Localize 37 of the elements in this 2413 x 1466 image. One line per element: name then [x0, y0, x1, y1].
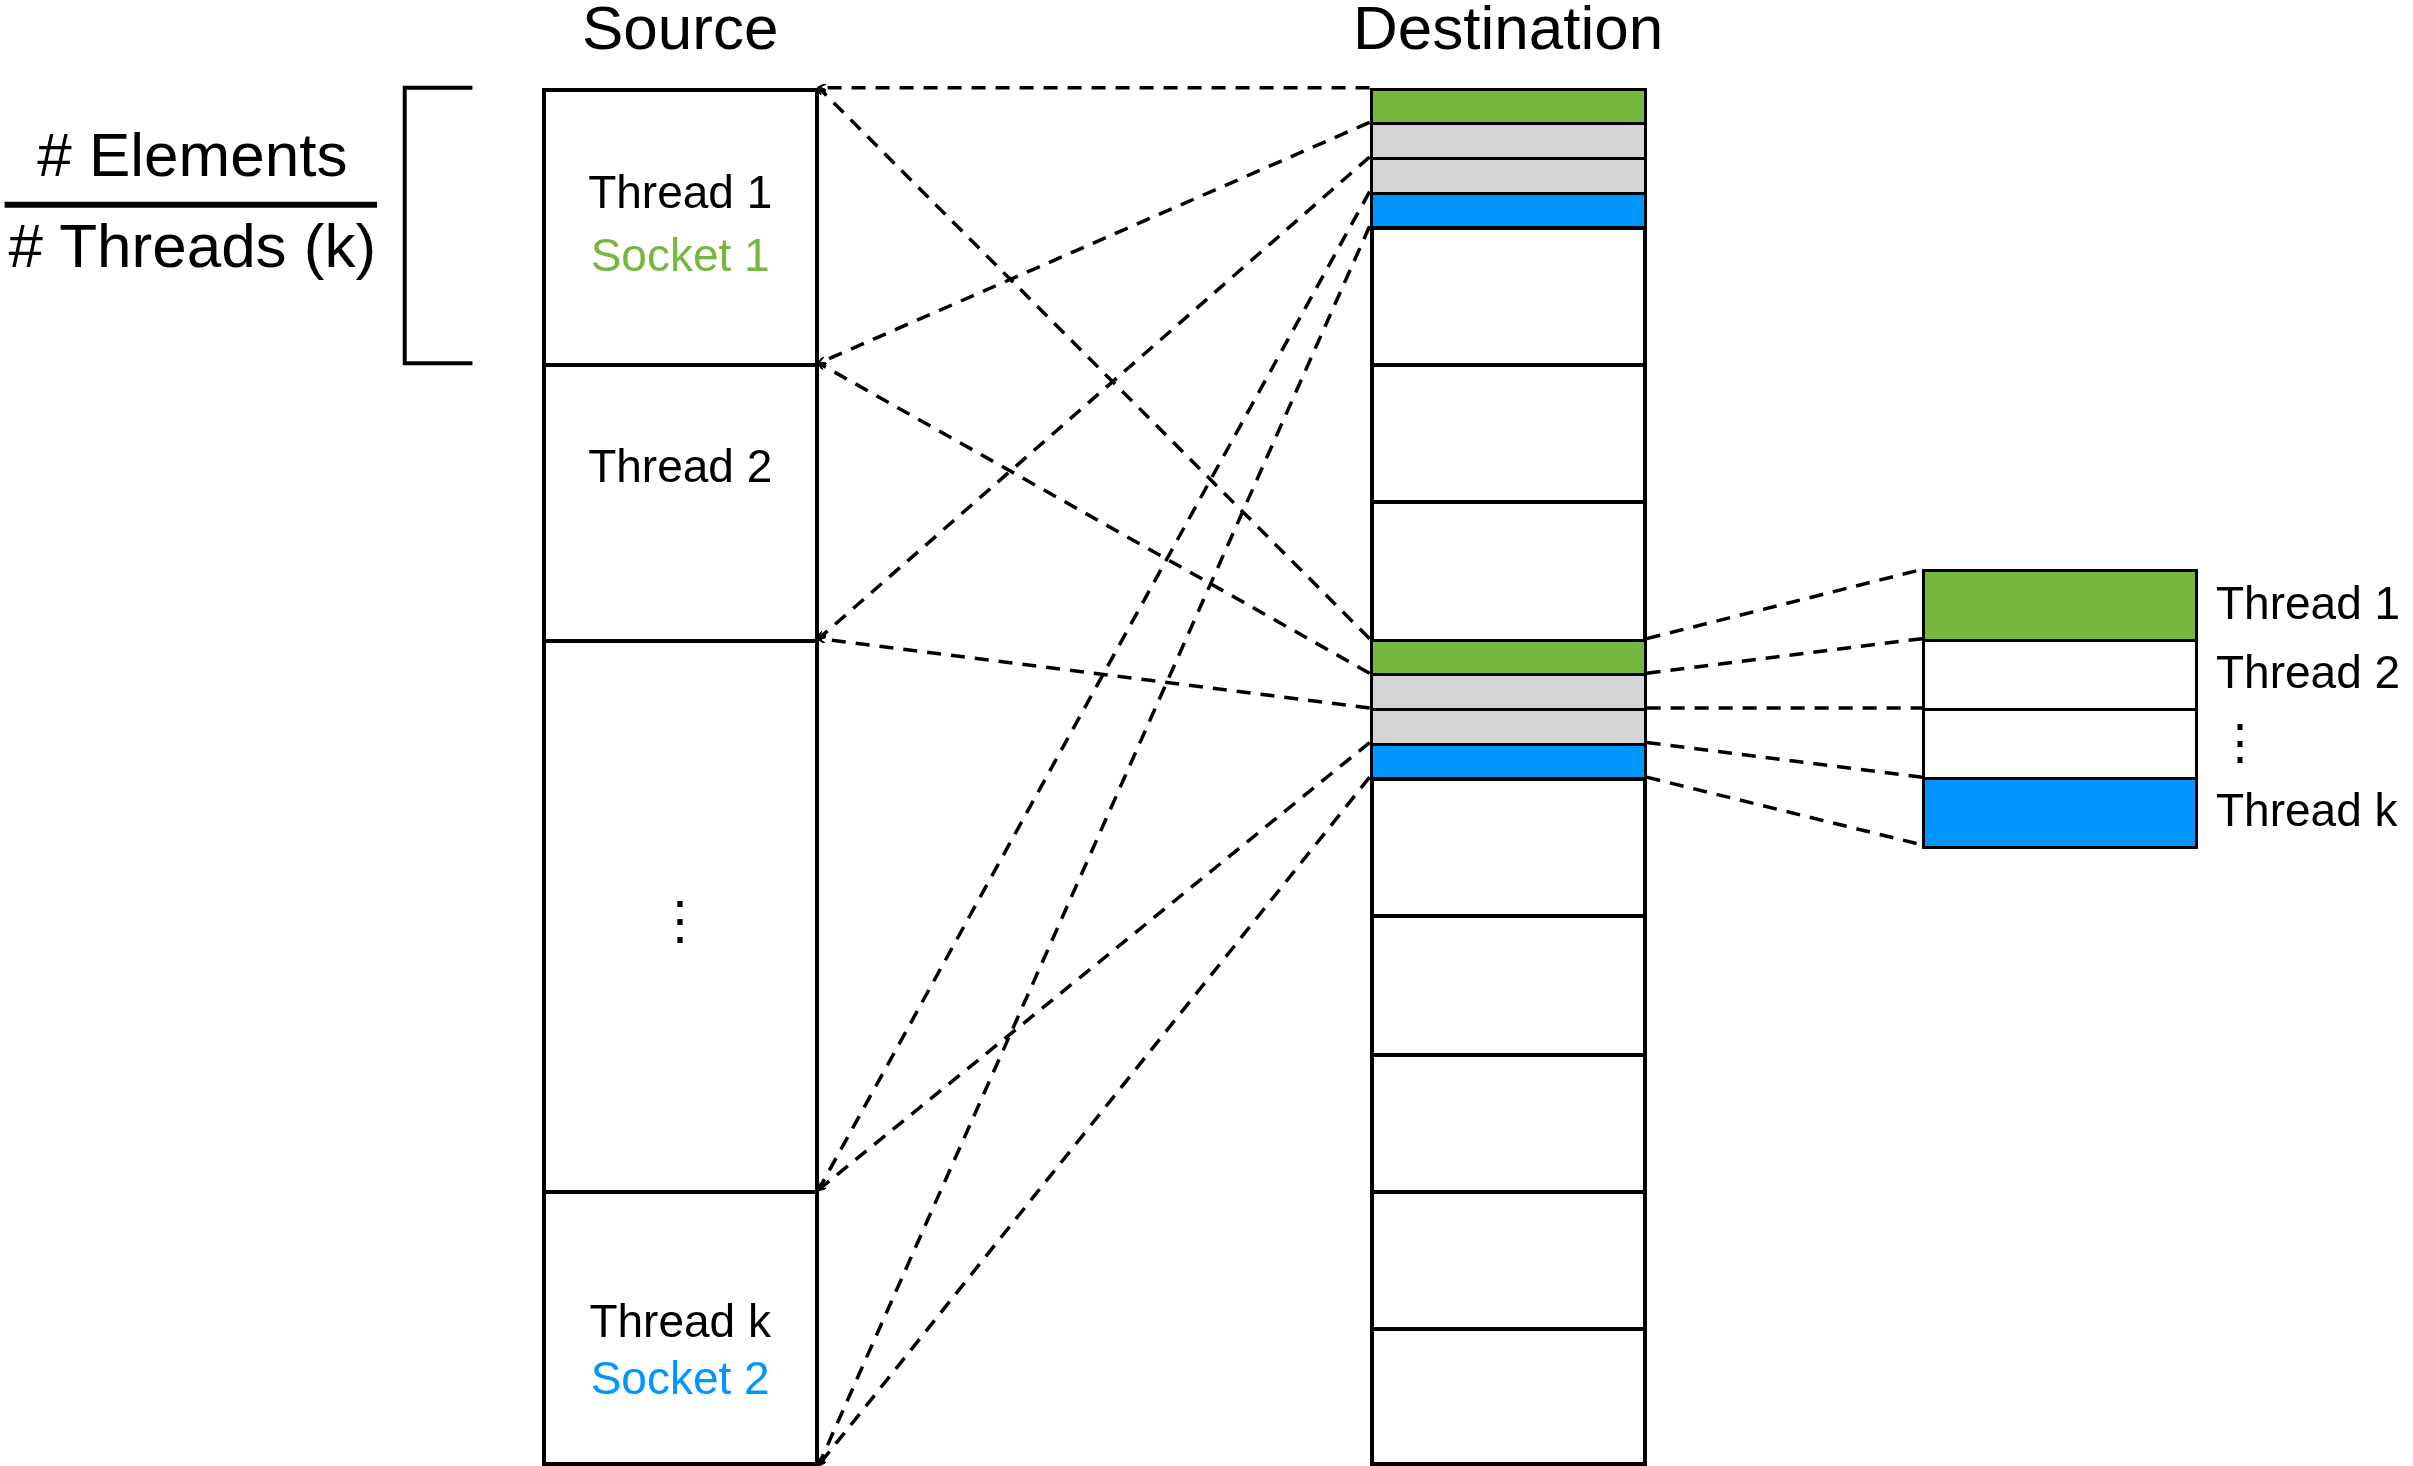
socket-label: Socket 1: [590, 229, 770, 281]
column-heading: Source: [581, 0, 779, 63]
dashed-line: [816, 741, 1371, 1192]
thread-block: [541, 363, 819, 639]
thread-block: [541, 1189, 819, 1466]
element-slot: [1922, 569, 2198, 639]
thread-label: Thread k: [589, 1296, 771, 1347]
dashed-line: [1646, 636, 1923, 675]
memory-block: [1369, 1326, 1647, 1466]
row-label: Thread k: [2216, 785, 2398, 836]
element-slot: [1922, 777, 2198, 849]
thread-label: Thread 2: [588, 440, 773, 491]
column-heading: Destination: [1353, 0, 1664, 63]
element-slot: [1922, 638, 2198, 708]
memory-block: [1369, 777, 1647, 915]
dashed-line: [816, 361, 1371, 675]
memory-block: [1369, 500, 1647, 639]
thread-block: [541, 638, 819, 1190]
socket-label: Socket 2: [590, 1352, 770, 1404]
row-label: Thread 1: [2216, 578, 2401, 629]
memory-block: [1369, 1052, 1647, 1190]
ellipsis-dots: ⋮: [2216, 716, 2264, 770]
fraction-numerator: # Elements: [37, 121, 348, 190]
thread-block: [541, 87, 819, 364]
row-label: Thread 2: [2216, 647, 2401, 698]
dashed-line: [817, 776, 1371, 1466]
dashed-line: [1646, 706, 1923, 710]
element-slot: [1922, 707, 2198, 778]
memory-block: [1369, 914, 1647, 1053]
dashed-line: [816, 634, 1370, 710]
thread-label: Thread 1: [588, 166, 773, 217]
dashed-line: [1646, 740, 1923, 779]
ellipsis-dots: ⋮: [654, 892, 707, 950]
memory-block: [1369, 1189, 1647, 1327]
fraction-denominator: # Threads (k): [8, 212, 377, 281]
memory-block: [1369, 226, 1647, 364]
memory-block: [1369, 363, 1647, 501]
